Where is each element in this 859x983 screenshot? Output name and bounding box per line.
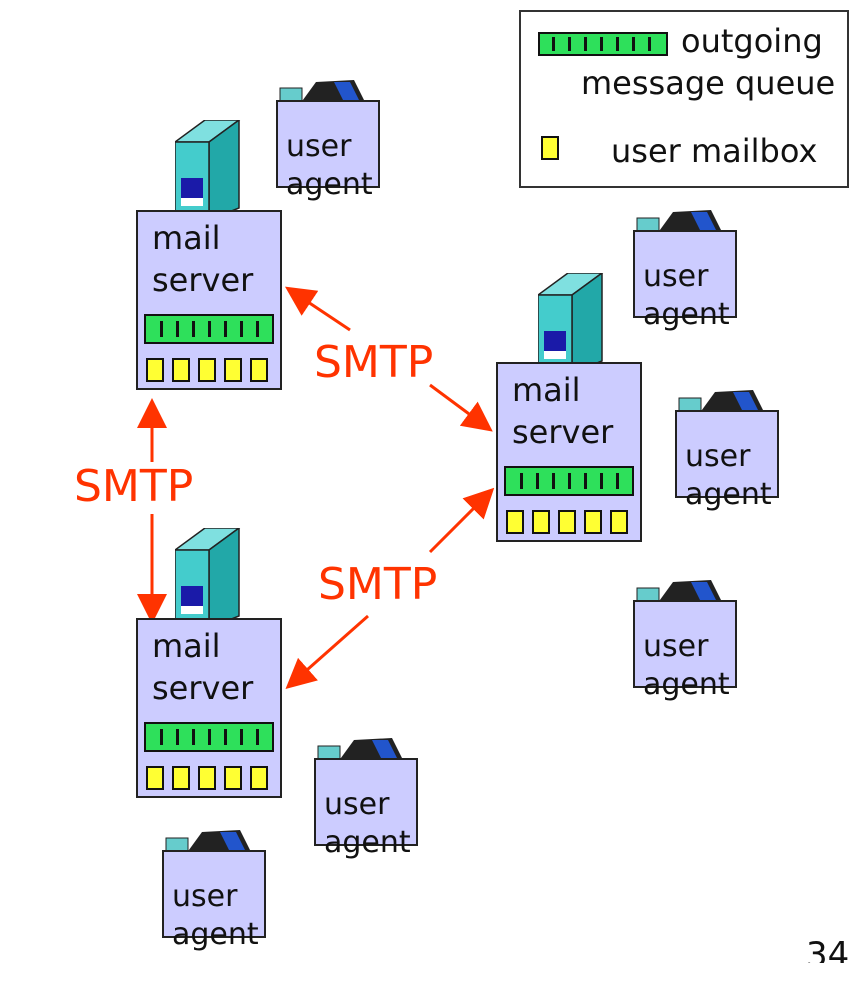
computer-icon xyxy=(636,580,723,604)
user-agent-label-2: agent xyxy=(286,167,373,202)
mail-server-right: mail server xyxy=(496,362,642,542)
user-mailboxes xyxy=(146,766,276,792)
mail-server-top: mail server xyxy=(136,210,282,390)
server-label-2: server xyxy=(512,413,614,451)
user-mailboxes xyxy=(146,358,276,384)
legend-queue-swatch xyxy=(538,32,668,56)
user-agent: user agent xyxy=(633,578,745,702)
computer-icon xyxy=(678,390,765,414)
outgoing-queue xyxy=(144,314,274,344)
user-agent-label-1: user xyxy=(324,787,390,822)
legend-mailbox-swatch xyxy=(541,136,559,160)
server-tower-icon xyxy=(175,120,241,220)
server-label-1: mail xyxy=(152,219,221,257)
server-tower-icon xyxy=(538,273,604,373)
computer-icon xyxy=(165,830,252,854)
legend-queue-label-2: message queue xyxy=(581,64,836,102)
outgoing-queue xyxy=(144,722,274,752)
legend: outgoing message queue user mailbox xyxy=(519,10,849,188)
legend-queue-label-1: outgoing xyxy=(681,22,823,60)
arrow-to-right-server xyxy=(428,487,495,554)
server-label-1: mail xyxy=(512,371,581,409)
arrow-right-from-top xyxy=(429,383,493,432)
computer-icon xyxy=(279,80,366,104)
smtp-label-left: SMTP xyxy=(74,461,194,512)
arrow-to-bottom-server xyxy=(285,614,369,689)
server-label-1: mail xyxy=(152,627,221,665)
arrow-top-from-right xyxy=(285,286,351,332)
user-agent-label-1: user xyxy=(643,629,709,664)
user-agent-label-2: agent xyxy=(643,297,730,332)
user-agent-label-1: user xyxy=(643,259,709,294)
smtp-label-top: SMTP xyxy=(314,337,434,388)
user-agent-label-2: agent xyxy=(643,667,730,702)
computer-icon xyxy=(636,210,723,234)
user-agent-label-2: agent xyxy=(685,477,772,512)
user-agent: user agent xyxy=(162,828,274,952)
user-agent: user agent xyxy=(314,736,426,860)
user-agent-label-1: user xyxy=(286,129,352,164)
server-label-2: server xyxy=(152,261,254,299)
user-agent: user agent xyxy=(633,208,745,332)
user-mailboxes xyxy=(506,510,636,536)
user-agent-label-1: user xyxy=(685,439,751,474)
smtp-label-bottom: SMTP xyxy=(318,559,438,610)
user-agent: user agent xyxy=(276,78,388,202)
server-tower-icon xyxy=(175,528,241,628)
outgoing-queue xyxy=(504,466,634,496)
server-label-2: server xyxy=(152,669,254,707)
user-agent-label-2: agent xyxy=(172,917,259,952)
user-agent-label-1: user xyxy=(172,879,238,914)
mail-server-bottom: mail server xyxy=(136,618,282,798)
user-agent: user agent xyxy=(675,388,787,512)
legend-mailbox-label: user mailbox xyxy=(611,132,818,170)
user-agent-label-2: agent xyxy=(324,825,411,860)
page-number: 34 xyxy=(806,935,850,963)
